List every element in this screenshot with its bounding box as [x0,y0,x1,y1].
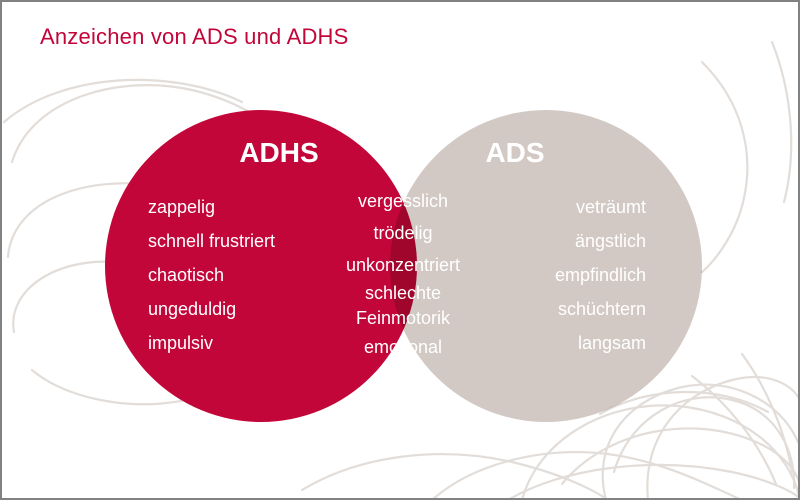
venn-term-list-adhs: zappelig schnell frustriert chaotisch un… [148,190,328,360]
term-item: emotional [363,337,443,357]
term-item: zappelig [148,197,216,217]
term-item: schlechte [364,283,442,303]
term-item: ungeduldig [148,299,237,319]
term-item: impulsiv [148,333,214,353]
venn-circle-ads [390,110,702,422]
term-item: langsam [577,333,646,353]
venn-heading-adhs: ADHS [239,137,319,168]
venn-term-list-overlap: vergesslich trödelig unkonzentriert schl… [327,185,479,363]
term-item: unkonzentriert [345,255,461,275]
term-item: ängstlich [574,231,646,251]
term-item: chaotisch [148,265,225,285]
venn-term-list-ads: veträumt ängstlich empfindlich schüchter… [476,190,646,360]
term-item: empfindlich [554,265,646,285]
term-item: vergesslich [357,191,449,211]
term-item: trödelig [373,223,433,243]
page-title: Anzeichen von ADS und ADHS [40,24,349,49]
venn-heading-ads: ADS [485,137,545,168]
term-item: schüchtern [557,299,646,319]
term-item: schnell frustriert [148,231,276,251]
venn-circle-adhs [105,110,417,422]
term-item: veträumt [575,197,646,217]
term-item: Feinmotorik [355,308,451,328]
